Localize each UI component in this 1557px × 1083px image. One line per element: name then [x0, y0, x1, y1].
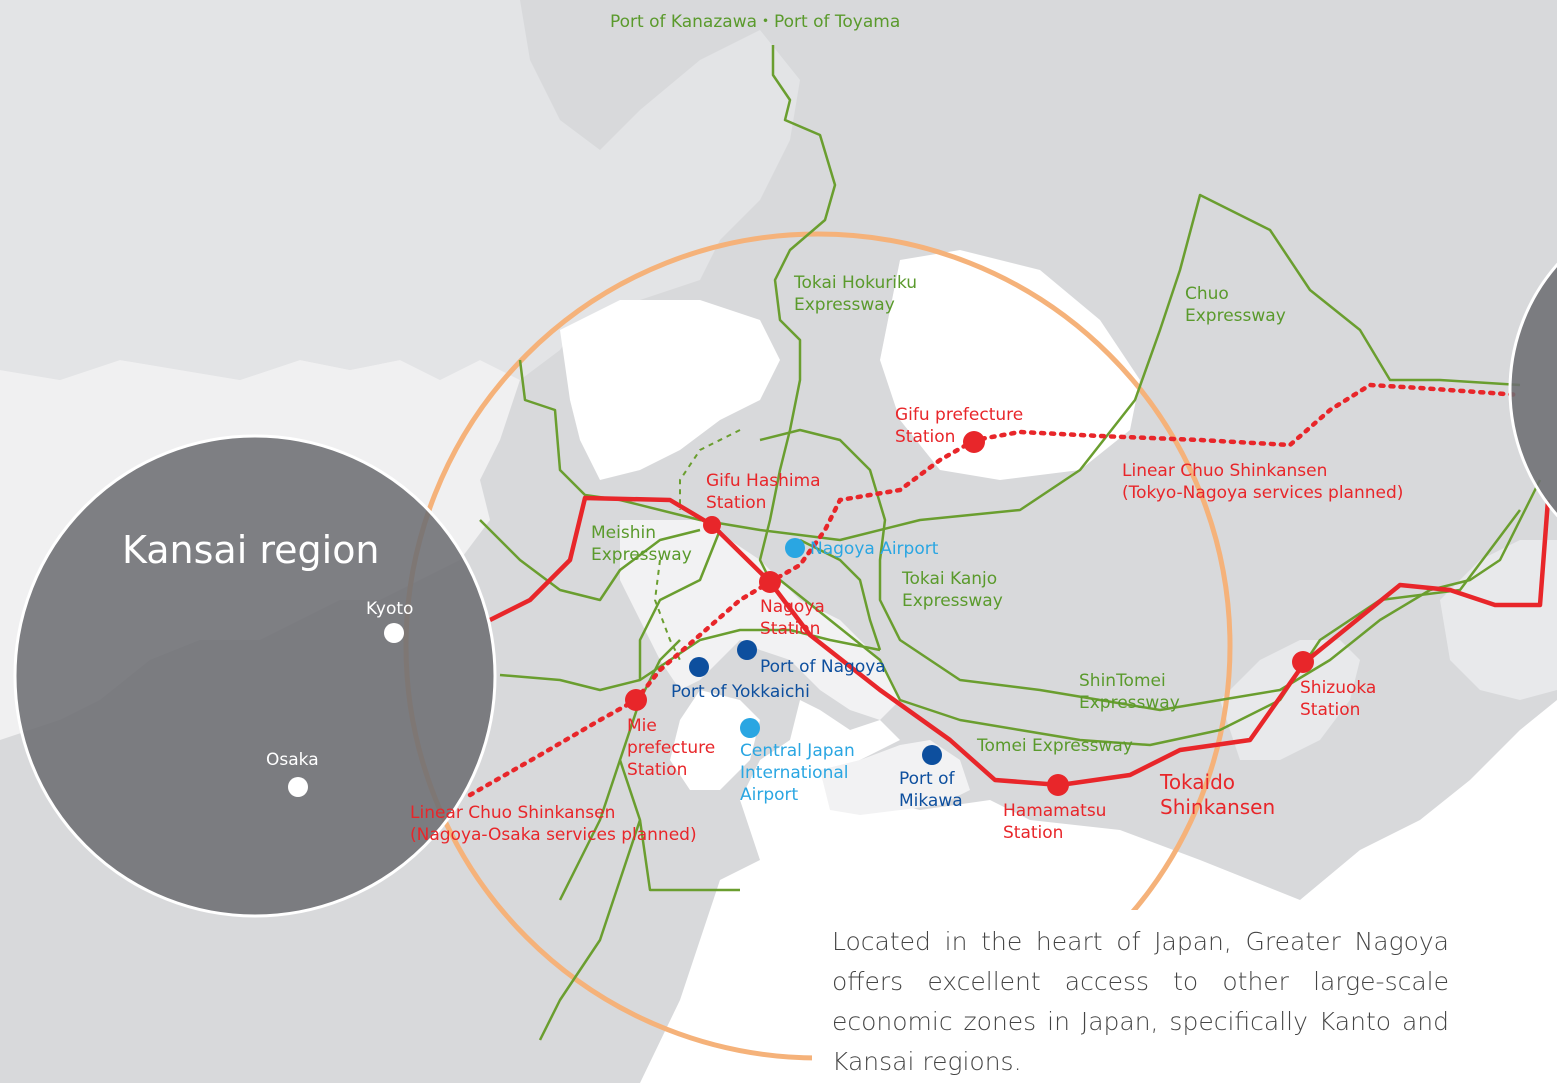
expressway-dashed: [653, 429, 741, 661]
kyoto-label: Kyoto: [366, 599, 414, 619]
kansai-region-circle: [13, 434, 497, 918]
tokaido-shinkansen-line: [488, 495, 1551, 788]
gifu-hashima-station-marker: [703, 516, 721, 534]
port-of-nagoya-marker: [737, 640, 757, 660]
osaka-label: Osaka: [266, 750, 319, 770]
kanto-region-circle: [1508, 262, 1557, 518]
port-of-yokkaichi-label: Port of Yokkaichi: [671, 682, 810, 702]
shizuoka-station-marker: [1292, 651, 1314, 673]
mie-station-marker: [625, 689, 647, 711]
description-text: Located in the heart of Japan, Greater N…: [832, 927, 1449, 1076]
gifu-prefecture-station-marker: [963, 431, 985, 453]
nagoya-station-marker: [759, 571, 781, 593]
station-markers: [625, 431, 1314, 796]
central-japan-airport-marker: [740, 718, 760, 738]
port-of-nagoya-label: Port of Nagoya: [760, 657, 886, 677]
ports-north-label: Port of Kanazawa・Port of Toyama: [610, 12, 901, 32]
nagoya-airport-label: Nagoya Airport: [810, 539, 939, 559]
osaka-dot: [288, 777, 308, 797]
expressway-lines: [479, 45, 1542, 1041]
port-of-mikawa-marker: [922, 745, 942, 765]
port-markers: [689, 640, 942, 765]
nagoya-airport-marker: [785, 538, 805, 558]
airport-markers: [740, 538, 805, 738]
hamamatsu-station-marker: [1047, 774, 1069, 796]
tomei-expressway-label: Tomei Expressway: [977, 736, 1133, 756]
linear-chuo-line: [467, 382, 1523, 798]
linear-chuo-tokyo-label: Linear Chuo Shinkansen(Tokyo-Nagoya serv…: [1122, 461, 1404, 503]
kyoto-dot: [384, 623, 404, 643]
port-of-yokkaichi-marker: [689, 657, 709, 677]
kansai-region-label: Kansai region: [122, 528, 380, 572]
description-panel: Located in the heart of Japan, Greater N…: [812, 910, 1557, 1083]
linear-chuo-osaka-label: Linear Chuo Shinkansen(Nagoya-Osaka serv…: [410, 803, 697, 845]
